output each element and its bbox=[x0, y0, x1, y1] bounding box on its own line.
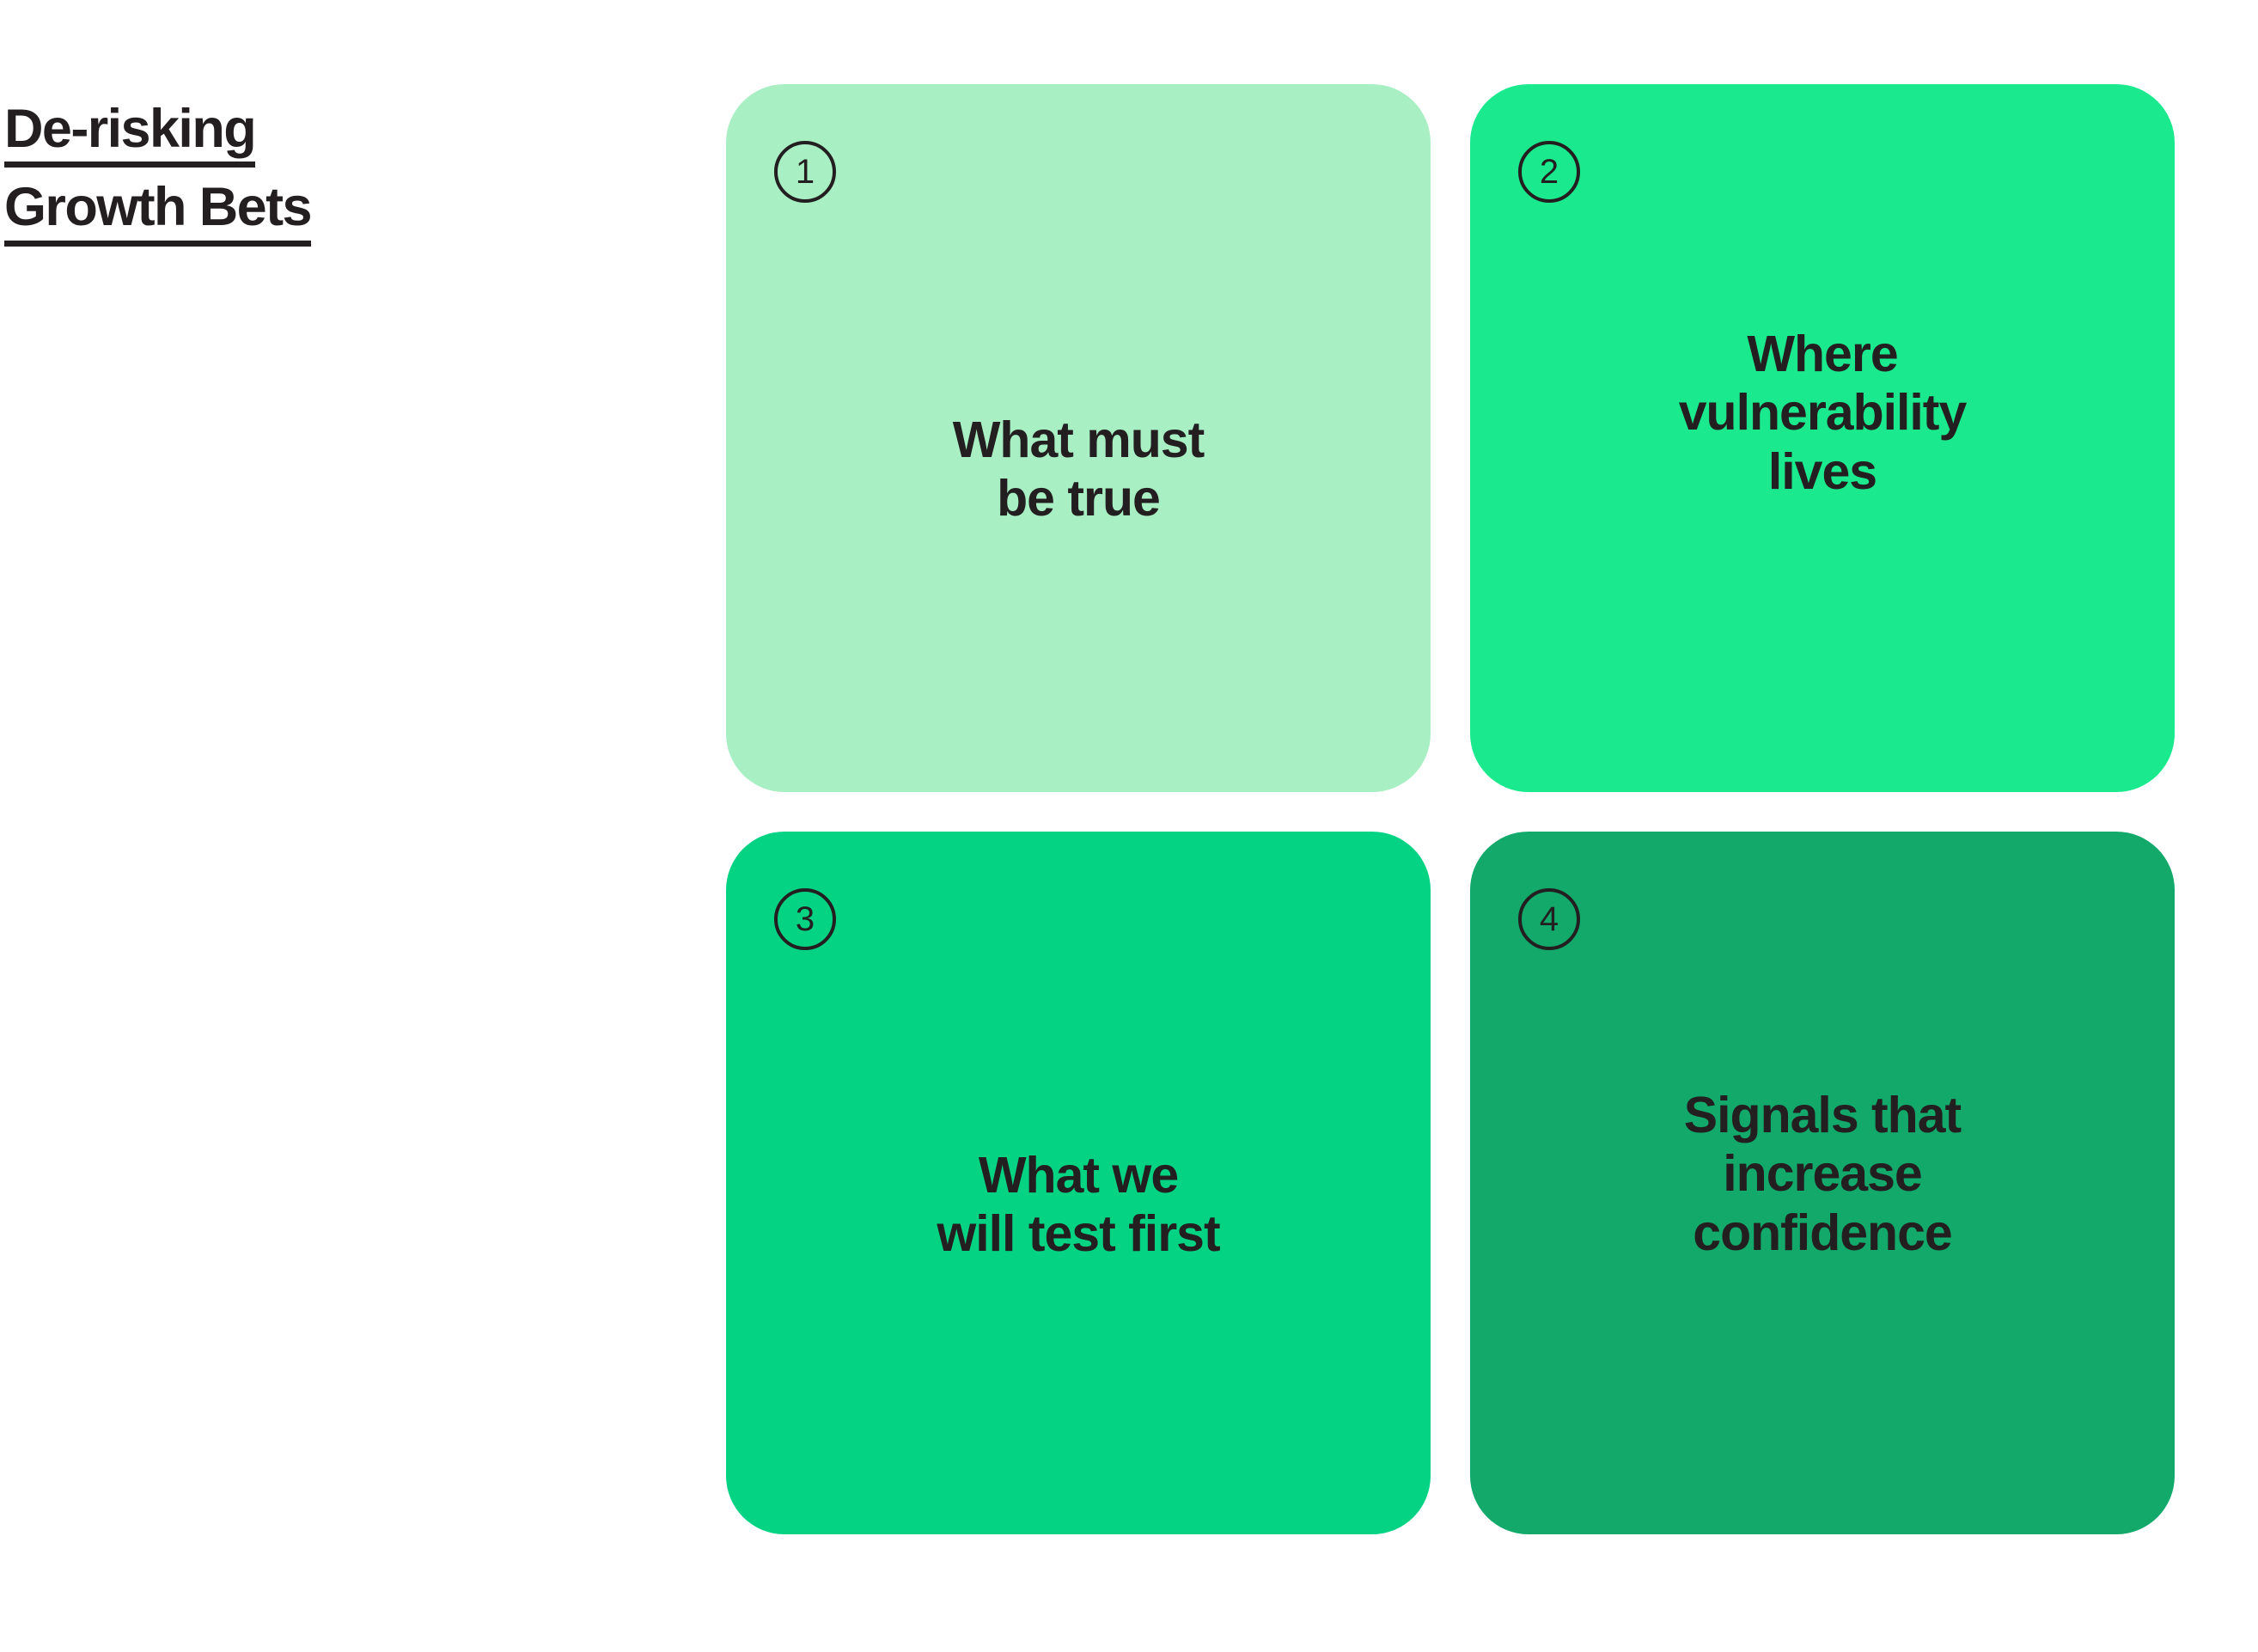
page-title: De-risking Growth Bets bbox=[4, 101, 657, 259]
card-2-label: Where vulnerability lives bbox=[1678, 326, 1968, 500]
card-1-number-badge: 1 bbox=[774, 141, 836, 203]
page-title-line-1-text: De-risking bbox=[4, 101, 257, 168]
page-title-line-2-text: Growth Bets bbox=[4, 180, 313, 247]
card-grid: 1 What must be true 2 Where vulnerabilit… bbox=[726, 84, 2175, 1534]
page-title-line-2: Growth Bets bbox=[4, 180, 657, 247]
card-4-number-badge: 4 bbox=[1518, 888, 1580, 950]
card-1[interactable]: 1 What must be true bbox=[726, 84, 1431, 792]
card-4-label: Signals that increase confidence bbox=[1683, 1087, 1962, 1261]
card-3-label: What we will test first bbox=[937, 1147, 1220, 1263]
page-title-line-1: De-risking bbox=[4, 101, 657, 168]
card-2-number-badge: 2 bbox=[1518, 141, 1580, 203]
card-2[interactable]: 2 Where vulnerability lives bbox=[1470, 84, 2175, 792]
card-3-number-badge: 3 bbox=[774, 888, 836, 950]
card-1-label: What must be true bbox=[952, 411, 1205, 527]
card-3[interactable]: 3 What we will test first bbox=[726, 832, 1431, 1534]
card-4[interactable]: 4 Signals that increase confidence bbox=[1470, 832, 2175, 1534]
